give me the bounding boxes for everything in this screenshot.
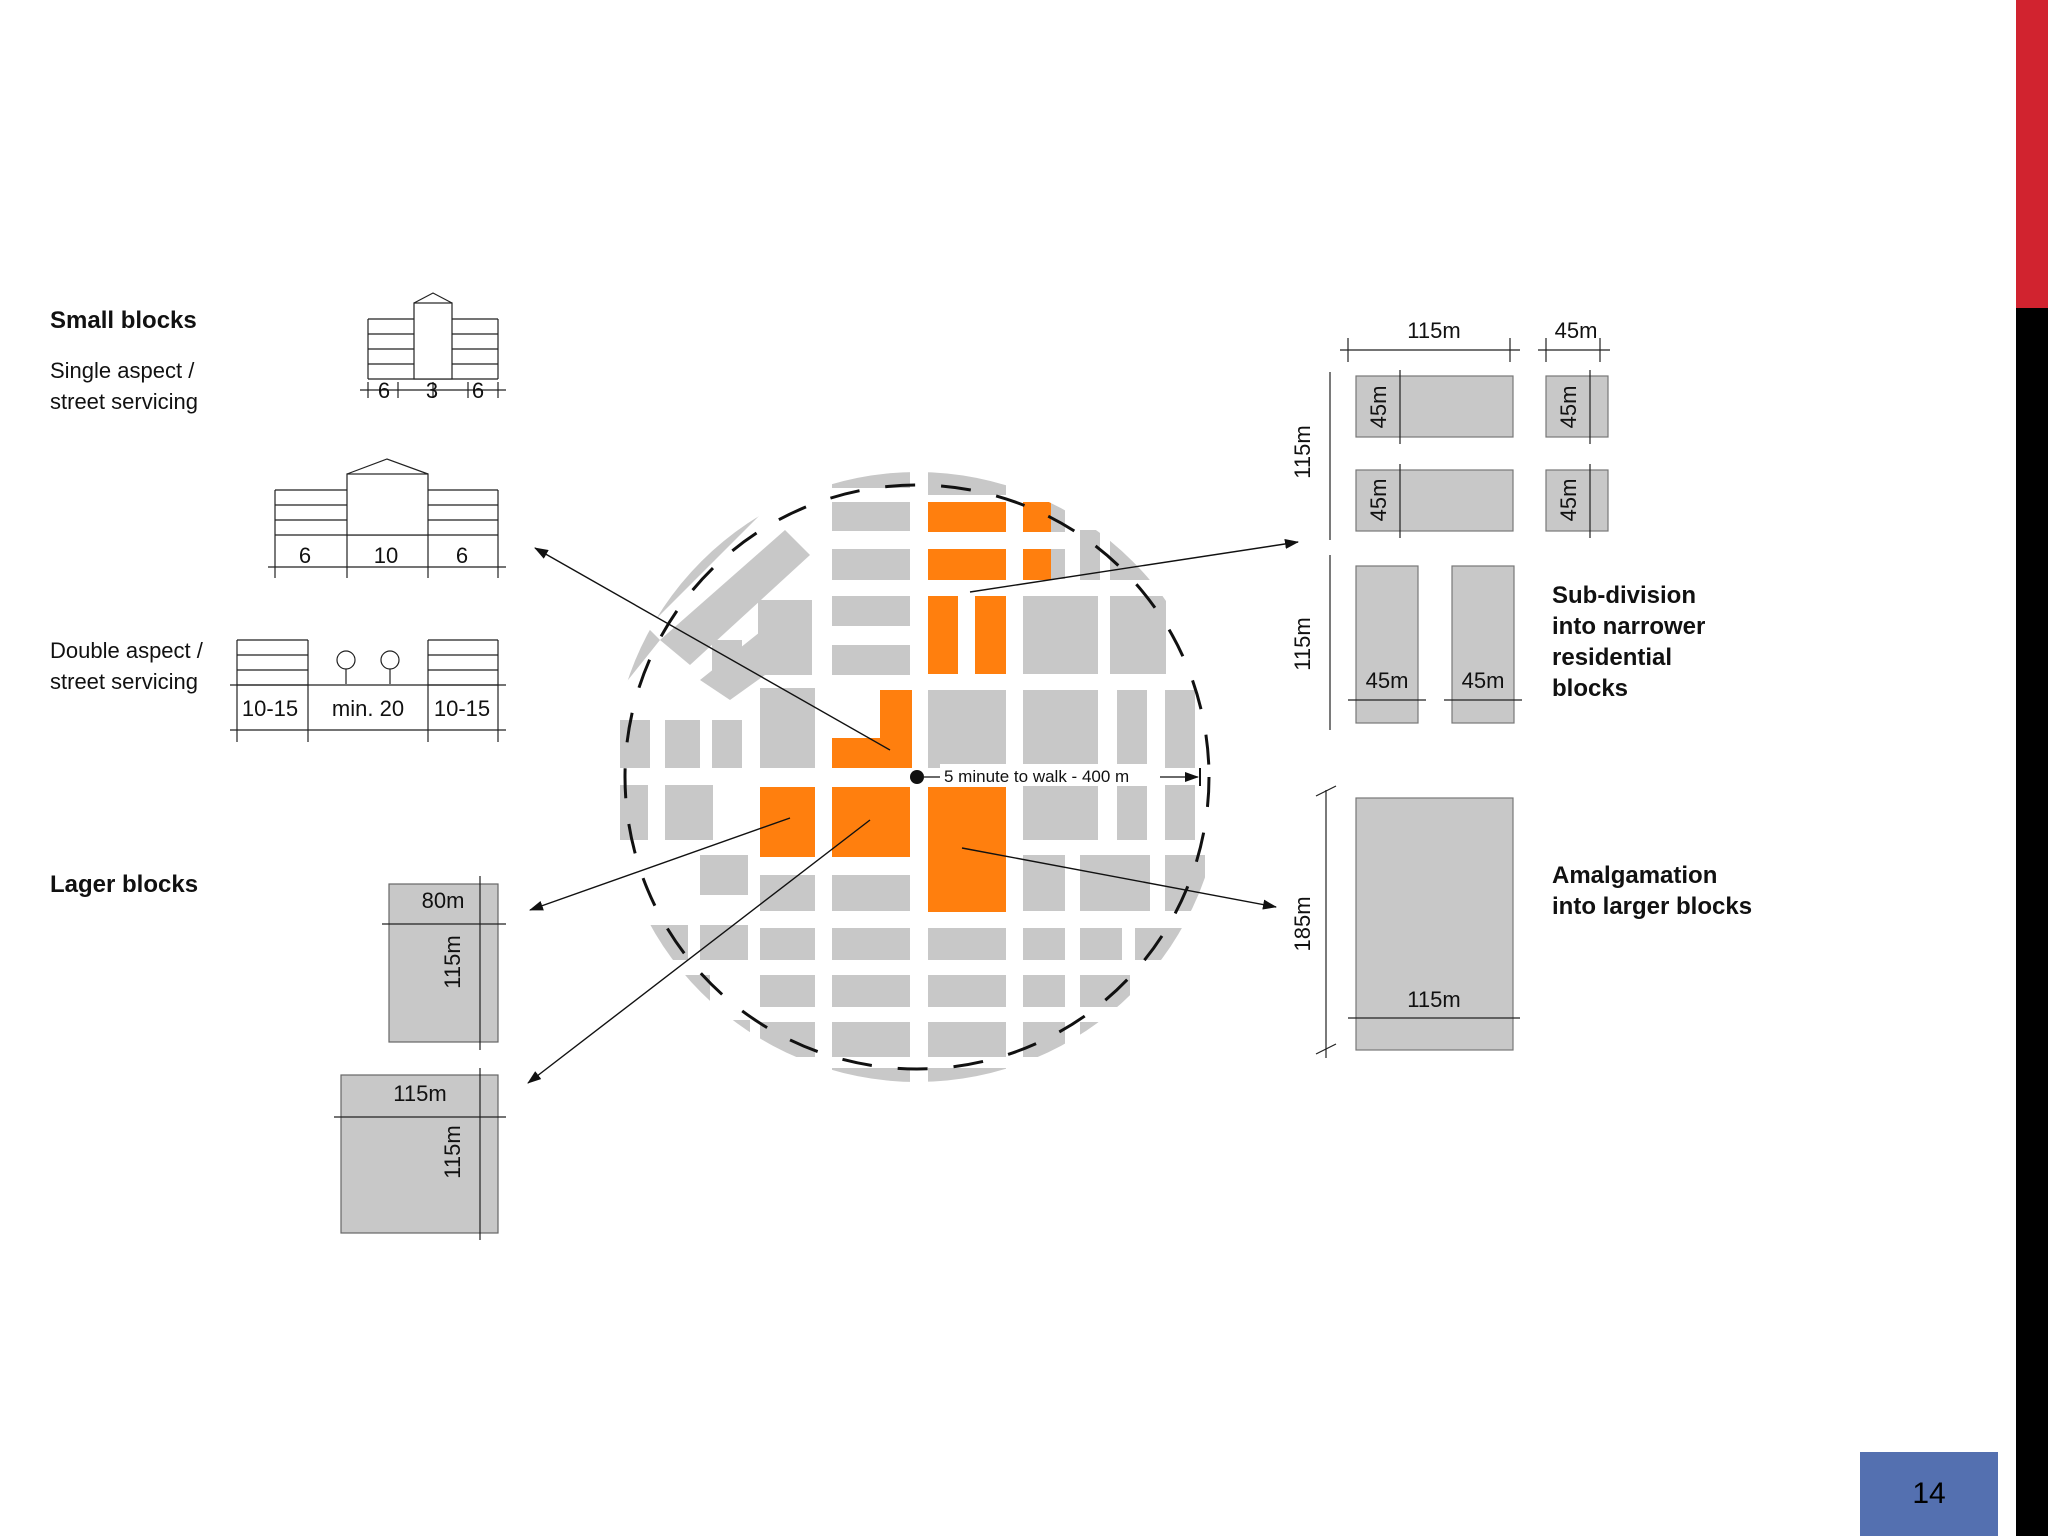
block-b-width: 115m: [393, 1081, 446, 1106]
tree-icon: [336, 650, 400, 684]
dim-small-3: 6: [472, 378, 484, 403]
subdivision-label-3: residential: [1552, 644, 1672, 671]
accent-bar-red: [2016, 0, 2048, 308]
double-aspect-label-1: Double aspect /: [50, 638, 204, 663]
centre-point: [910, 770, 924, 784]
single-aspect-label-2: street servicing: [50, 389, 198, 414]
connector-arrows: [527, 539, 1299, 1084]
walk-radius-circle: [623, 483, 1211, 1071]
subdivision-blocks: [1355, 375, 1609, 724]
dim-medium-3: 6: [456, 543, 468, 568]
large-width: 115m: [1407, 987, 1460, 1012]
dim-double-3: 10-15: [434, 696, 490, 721]
dim-medium-2: 10: [374, 543, 398, 568]
small-45-c: 45m: [1556, 386, 1581, 429]
orange-blocks: [760, 502, 1051, 912]
walk-label: 5 minute to walk - 400 m: [944, 767, 1129, 786]
block-115x115: [340, 1074, 499, 1234]
page-number: 14: [1860, 1452, 1998, 1536]
small-blocks-title: Small blocks: [50, 307, 197, 334]
larger-blocks-title: Lager blocks: [50, 871, 198, 898]
amalgamation-label-1: Amalgamation: [1552, 862, 1717, 889]
small-45-d: 45m: [1556, 479, 1581, 522]
top-dim-115: 115m: [1407, 318, 1460, 343]
dim-medium-1: 6: [299, 543, 311, 568]
amalgamation-label-2: into larger blocks: [1552, 893, 1752, 920]
single-aspect-label-1: Single aspect /: [50, 358, 195, 383]
side-115-b: 115m: [1290, 617, 1315, 670]
large-block-185x115: [1355, 797, 1514, 1051]
subdivision-dims: [1329, 338, 1610, 730]
side-115-a: 115m: [1290, 425, 1315, 478]
neighbourhood-plan: [612, 472, 1222, 1082]
walk-label-bg: [940, 764, 1160, 786]
subdivision-label-4: blocks: [1552, 675, 1628, 702]
small-45-b: 45m: [1366, 479, 1391, 522]
block-b-height: 115m: [440, 1125, 465, 1178]
block-80x115-dims: [382, 876, 506, 1050]
dim-small-2: 3: [426, 378, 438, 403]
large-block-dims: [1315, 785, 1520, 1058]
dim-small-1: 6: [378, 378, 390, 403]
narrow-45-a: 45m: [1366, 668, 1409, 693]
grey-blocks: [612, 472, 1205, 1082]
subdivision-inner-dims: [1348, 370, 1591, 701]
double-aspect-drawing: [230, 639, 506, 742]
large-height: 185m: [1290, 896, 1315, 951]
top-dim-45: 45m: [1555, 318, 1598, 343]
block-a-height: 115m: [440, 935, 465, 988]
dim-double-2: min. 20: [332, 696, 404, 721]
block-115x115-dims: [334, 1068, 506, 1240]
medium-section-drawing: [268, 458, 506, 578]
small-45-a: 45m: [1366, 386, 1391, 429]
dim-double-1: 10-15: [242, 696, 298, 721]
accent-bar-black: [2016, 308, 2048, 1536]
subdivision-label-2: into narrower: [1552, 613, 1705, 640]
narrow-45-b: 45m: [1462, 668, 1505, 693]
block-a-width: 80m: [422, 888, 465, 913]
subdivision-label-1: Sub-division: [1552, 582, 1696, 609]
double-aspect-label-2: street servicing: [50, 669, 198, 694]
small-section-drawing: [360, 292, 506, 398]
